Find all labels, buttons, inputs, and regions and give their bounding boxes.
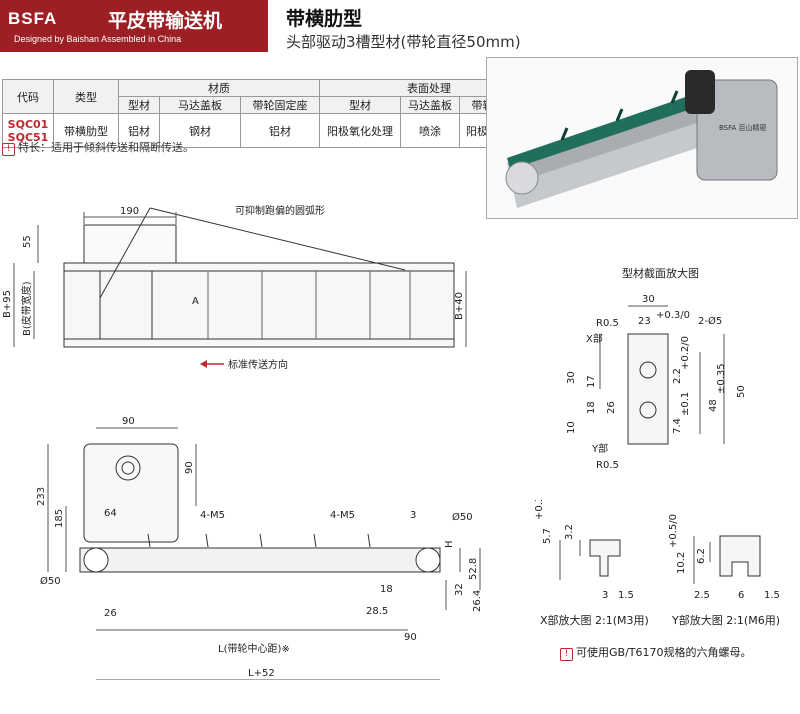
prof-phi5: 2-Ø5 xyxy=(698,315,722,327)
photo-brand-label: BSFA 百山精密 xyxy=(719,123,767,132)
detail-x-caption: X部放大图 2:1(M3用) xyxy=(540,614,649,627)
prof-tol74: ±0.1 xyxy=(680,392,691,416)
prof-d48: 48 xyxy=(708,399,719,412)
detail-y-caption: Y部放大图 2:1(M6用) xyxy=(672,614,780,627)
cell-s-motor: 喷涂 xyxy=(400,113,460,148)
detx-d3: 3 xyxy=(602,590,608,601)
col-code: 代码 xyxy=(2,79,54,114)
product-photo: BSFA 百山精密 xyxy=(486,57,798,219)
prof-d26: 26 xyxy=(606,401,617,414)
prof-d10: 10 xyxy=(566,421,577,434)
prof-d74: 7.4 xyxy=(672,418,683,434)
dim-90-right: 90 xyxy=(184,461,195,474)
dim-belt-width: B(皮带宽度) xyxy=(20,281,33,336)
dim-233: 233 xyxy=(36,487,47,506)
catalog-subtitle: Designed by Baishan Assembled in China xyxy=(14,34,182,44)
dim-3: 3 xyxy=(410,510,416,521)
col-material: 材质 xyxy=(118,79,320,97)
detx-d15: 1.5 xyxy=(618,590,634,601)
page-title: 带横肋型 xyxy=(286,8,363,30)
direction-label: 标准传送方向 xyxy=(228,358,288,371)
col-surface-motor: 马达盖板 xyxy=(400,96,460,114)
prof-r05-bottom: R0.5 xyxy=(596,460,619,471)
warning-icon: ! xyxy=(560,648,573,661)
dim-32: 32 xyxy=(454,583,465,596)
detx-tol57: +0.3/0 xyxy=(534,500,545,520)
dety-d6: 6 xyxy=(738,590,744,601)
prof-tol22: +0.2/0 xyxy=(680,336,691,370)
dim-90-top: 90 xyxy=(122,416,135,427)
detail-x-drawing: 5.7 +0.3/0 3.2 3 1.5 xyxy=(534,500,634,601)
dim-26-4: 26.4 xyxy=(472,590,483,612)
dim-a: A xyxy=(192,296,199,307)
direction-arrow-icon xyxy=(200,360,224,368)
arc-callout: 可抑制跑偏的圆弧形 xyxy=(235,204,325,217)
nut-note: !可使用GB/T6170规格的六角螺母。 xyxy=(560,644,752,661)
dety-d15: 1.5 xyxy=(764,590,780,601)
prof-d18: 18 xyxy=(586,401,597,414)
profile-title: 型材截面放大图 xyxy=(622,267,699,280)
dim-52-8: 52.8 xyxy=(468,558,479,580)
col-material-profile: 型材 xyxy=(118,96,160,114)
col-material-motor: 马达盖板 xyxy=(159,96,241,114)
dim-phi50-right: Ø50 xyxy=(452,511,473,523)
cell-m-profile: 铝材 xyxy=(118,113,160,148)
dety-d25: 2.5 xyxy=(694,590,710,601)
prof-y-label: Y部 xyxy=(591,442,608,455)
col-material-seat: 带轮固定座 xyxy=(240,96,320,114)
dety-d62: 6.2 xyxy=(696,548,707,564)
prof-d23: 23 xyxy=(638,316,651,327)
dety-d102: 10.2 xyxy=(676,552,687,574)
prof-tol48: ±0.35 xyxy=(716,363,727,394)
detx-d32: 3.2 xyxy=(564,524,575,540)
side-view-drawing: 90 90 233 185 64 4-M5 4-M5 3 Ø50 H 52.8 … xyxy=(36,416,483,680)
conveyor-illustration: BSFA 百山精密 xyxy=(505,70,778,208)
feature-note: !特长：适用于倾斜传送和隔断传送。 xyxy=(2,139,194,156)
page-subtitle: 头部驱动3槽型材(带轮直径50mm) xyxy=(286,33,521,51)
logo-band xyxy=(0,0,268,52)
profile-section-drawing: 30 23 +0.3/0 R0.5 2-Ø5 X部 30 17 2.2 +0.2… xyxy=(566,294,747,471)
col-surface-profile: 型材 xyxy=(319,96,401,114)
prof-r05-top: R0.5 xyxy=(596,318,619,329)
dim-55: 55 xyxy=(22,235,33,248)
prof-d17: 17 xyxy=(586,375,597,388)
prof-tol23: +0.3/0 xyxy=(656,310,690,321)
brand-logo: BSFA xyxy=(8,9,58,28)
cell-s-profile: 阳极氧化处理 xyxy=(319,113,401,148)
cell-m-motor: 钢材 xyxy=(159,113,241,148)
hole-m5-right: 4-M5 xyxy=(330,510,355,521)
prof-d30v: 30 xyxy=(566,371,577,384)
cell-m-seat: 铝材 xyxy=(240,113,320,148)
dim-b40: B+40 xyxy=(454,292,465,320)
prof-d50: 50 xyxy=(736,385,747,398)
detail-y-drawing: 10.2 +0.5/0 6.2 2.5 6 1.5 xyxy=(668,514,780,601)
prof-x-label: X部 xyxy=(586,332,603,345)
dim-64: 64 xyxy=(104,508,117,519)
prof-d30: 30 xyxy=(642,294,655,305)
dim-phi50-left: Ø50 xyxy=(40,575,61,587)
cell-type: 带横肋型 xyxy=(53,113,119,148)
spec-table: 代码 类型 材质 表面处理 型材 马达盖板 带轮固定座 型材 马达盖板 带轮固定… xyxy=(2,79,539,148)
hole-m5-left: 4-M5 xyxy=(200,510,225,521)
dim-l-plus-52: L+52 xyxy=(248,668,275,679)
catalog-title: 平皮带输送机 xyxy=(108,10,223,32)
dim-b95: B+95 xyxy=(2,290,13,318)
warning-icon: ! xyxy=(2,143,15,156)
dim-185: 185 xyxy=(54,509,65,528)
dim-h: H xyxy=(444,540,455,548)
dim-190: 190 xyxy=(120,206,139,217)
dim-18: 18 xyxy=(380,584,393,595)
dim-pulley-center-distance: L(带轮中心距)※ xyxy=(218,642,290,655)
col-type: 类型 xyxy=(53,79,119,114)
prof-d22: 2.2 xyxy=(672,368,683,384)
detx-d57: 5.7 xyxy=(542,528,553,544)
dim-26: 26 xyxy=(104,608,117,619)
dety-tol102: +0.5/0 xyxy=(668,514,679,548)
top-view-drawing: 190 55 B+95 B(皮带宽度) B+40 可抑制跑偏的圆弧形 A 标准传… xyxy=(2,204,467,371)
dim-90-bottom: 90 xyxy=(404,632,417,643)
dim-28-5: 28.5 xyxy=(366,606,388,617)
